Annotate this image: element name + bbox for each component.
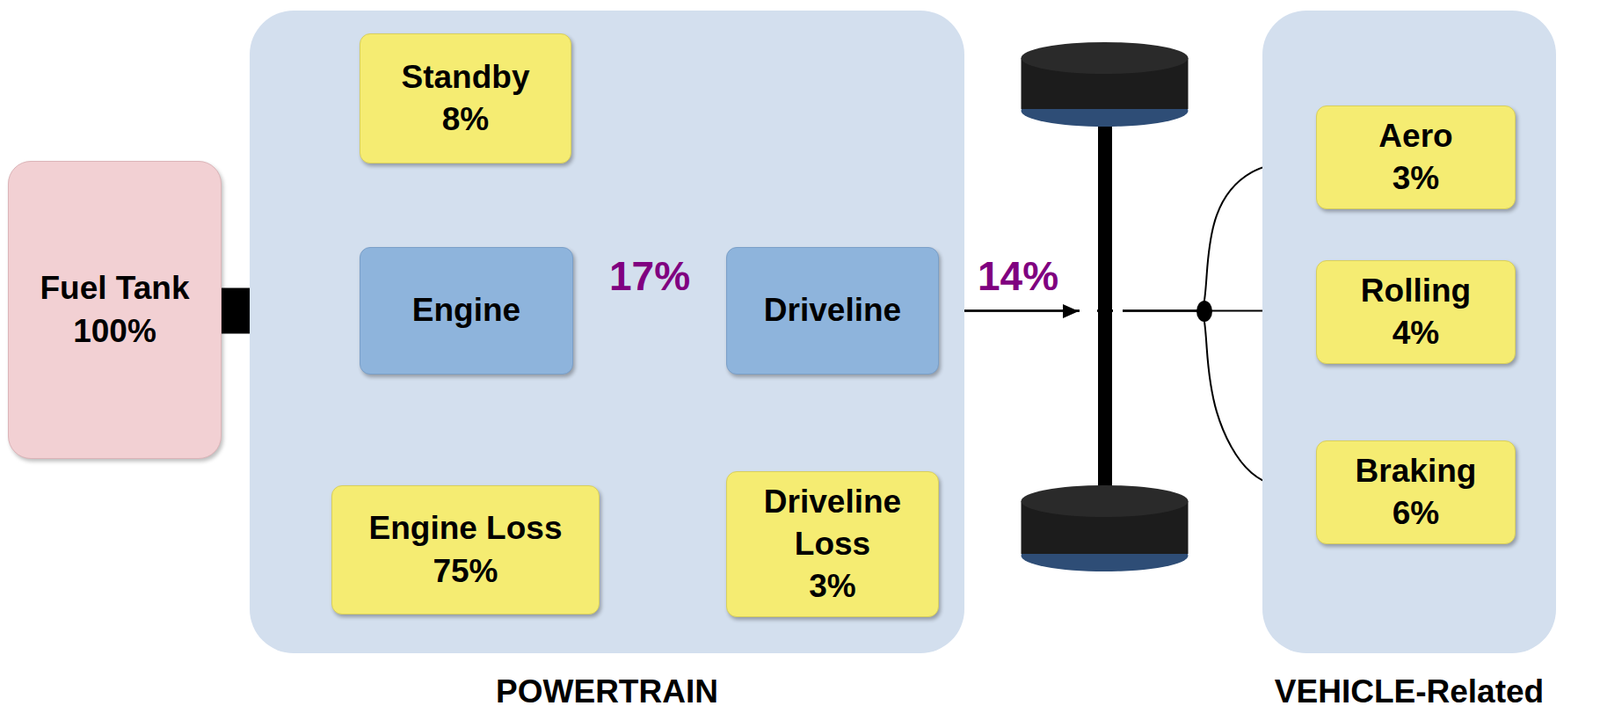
wheel-face — [1021, 485, 1189, 517]
box-text: Fuel Tank — [40, 267, 190, 310]
loss-box: Standby8% — [359, 33, 572, 164]
box-text: 4% — [1392, 312, 1440, 355]
box-text: 6% — [1392, 492, 1440, 535]
connector-arrow — [938, 311, 1304, 492]
box-text: Driveline — [763, 289, 902, 332]
process-box: Driveline — [726, 247, 939, 375]
loss-box: Braking6% — [1316, 440, 1516, 545]
loss-box: Driveline Loss3% — [726, 471, 939, 618]
box-text: 8% — [442, 98, 489, 141]
box-text: 75% — [432, 550, 498, 593]
top-wheel — [1021, 42, 1189, 127]
loss-box: Aero3% — [1316, 105, 1516, 210]
arrowhead — [1062, 304, 1079, 319]
loss-box: Rolling4% — [1316, 260, 1516, 364]
process-box: Engine — [359, 247, 574, 375]
box-text: 3% — [808, 565, 856, 608]
box-text: Aero — [1378, 115, 1453, 158]
loss-box: Engine Loss75% — [331, 485, 600, 615]
box-text: Rolling — [1360, 269, 1471, 313]
vehicle-panel: VEHICLE-RelatedAero3%Rolling4%Braking6% — [1262, 10, 1557, 654]
box-text: Engine Loss — [369, 507, 563, 550]
flow-percentage: 14% — [977, 254, 1059, 299]
group-heading: POWERTRAIN — [214, 672, 1000, 712]
axle-shaft — [1098, 120, 1113, 487]
split-dot — [1196, 300, 1213, 322]
fuel-tank-box: Fuel Tank100% — [7, 160, 222, 459]
connector-arrow — [938, 159, 1304, 312]
box-text: 3% — [1392, 157, 1440, 200]
line-gap — [1079, 304, 1098, 319]
group-heading: VEHICLE-Related — [1227, 672, 1592, 712]
box-text: Braking — [1355, 450, 1477, 493]
box-text: Standby — [401, 56, 531, 99]
wheel-face — [1021, 42, 1189, 74]
box-text: Engine — [412, 289, 521, 332]
powertrain-panel: POWERTRAINStandby8%EngineEngine Loss75%D… — [249, 10, 965, 654]
bottom-wheel — [1021, 485, 1189, 572]
flow-percentage: 17% — [609, 254, 691, 299]
box-text: Driveline Loss — [735, 480, 930, 566]
line-gap — [1112, 304, 1123, 319]
box-text: 100% — [72, 310, 157, 353]
